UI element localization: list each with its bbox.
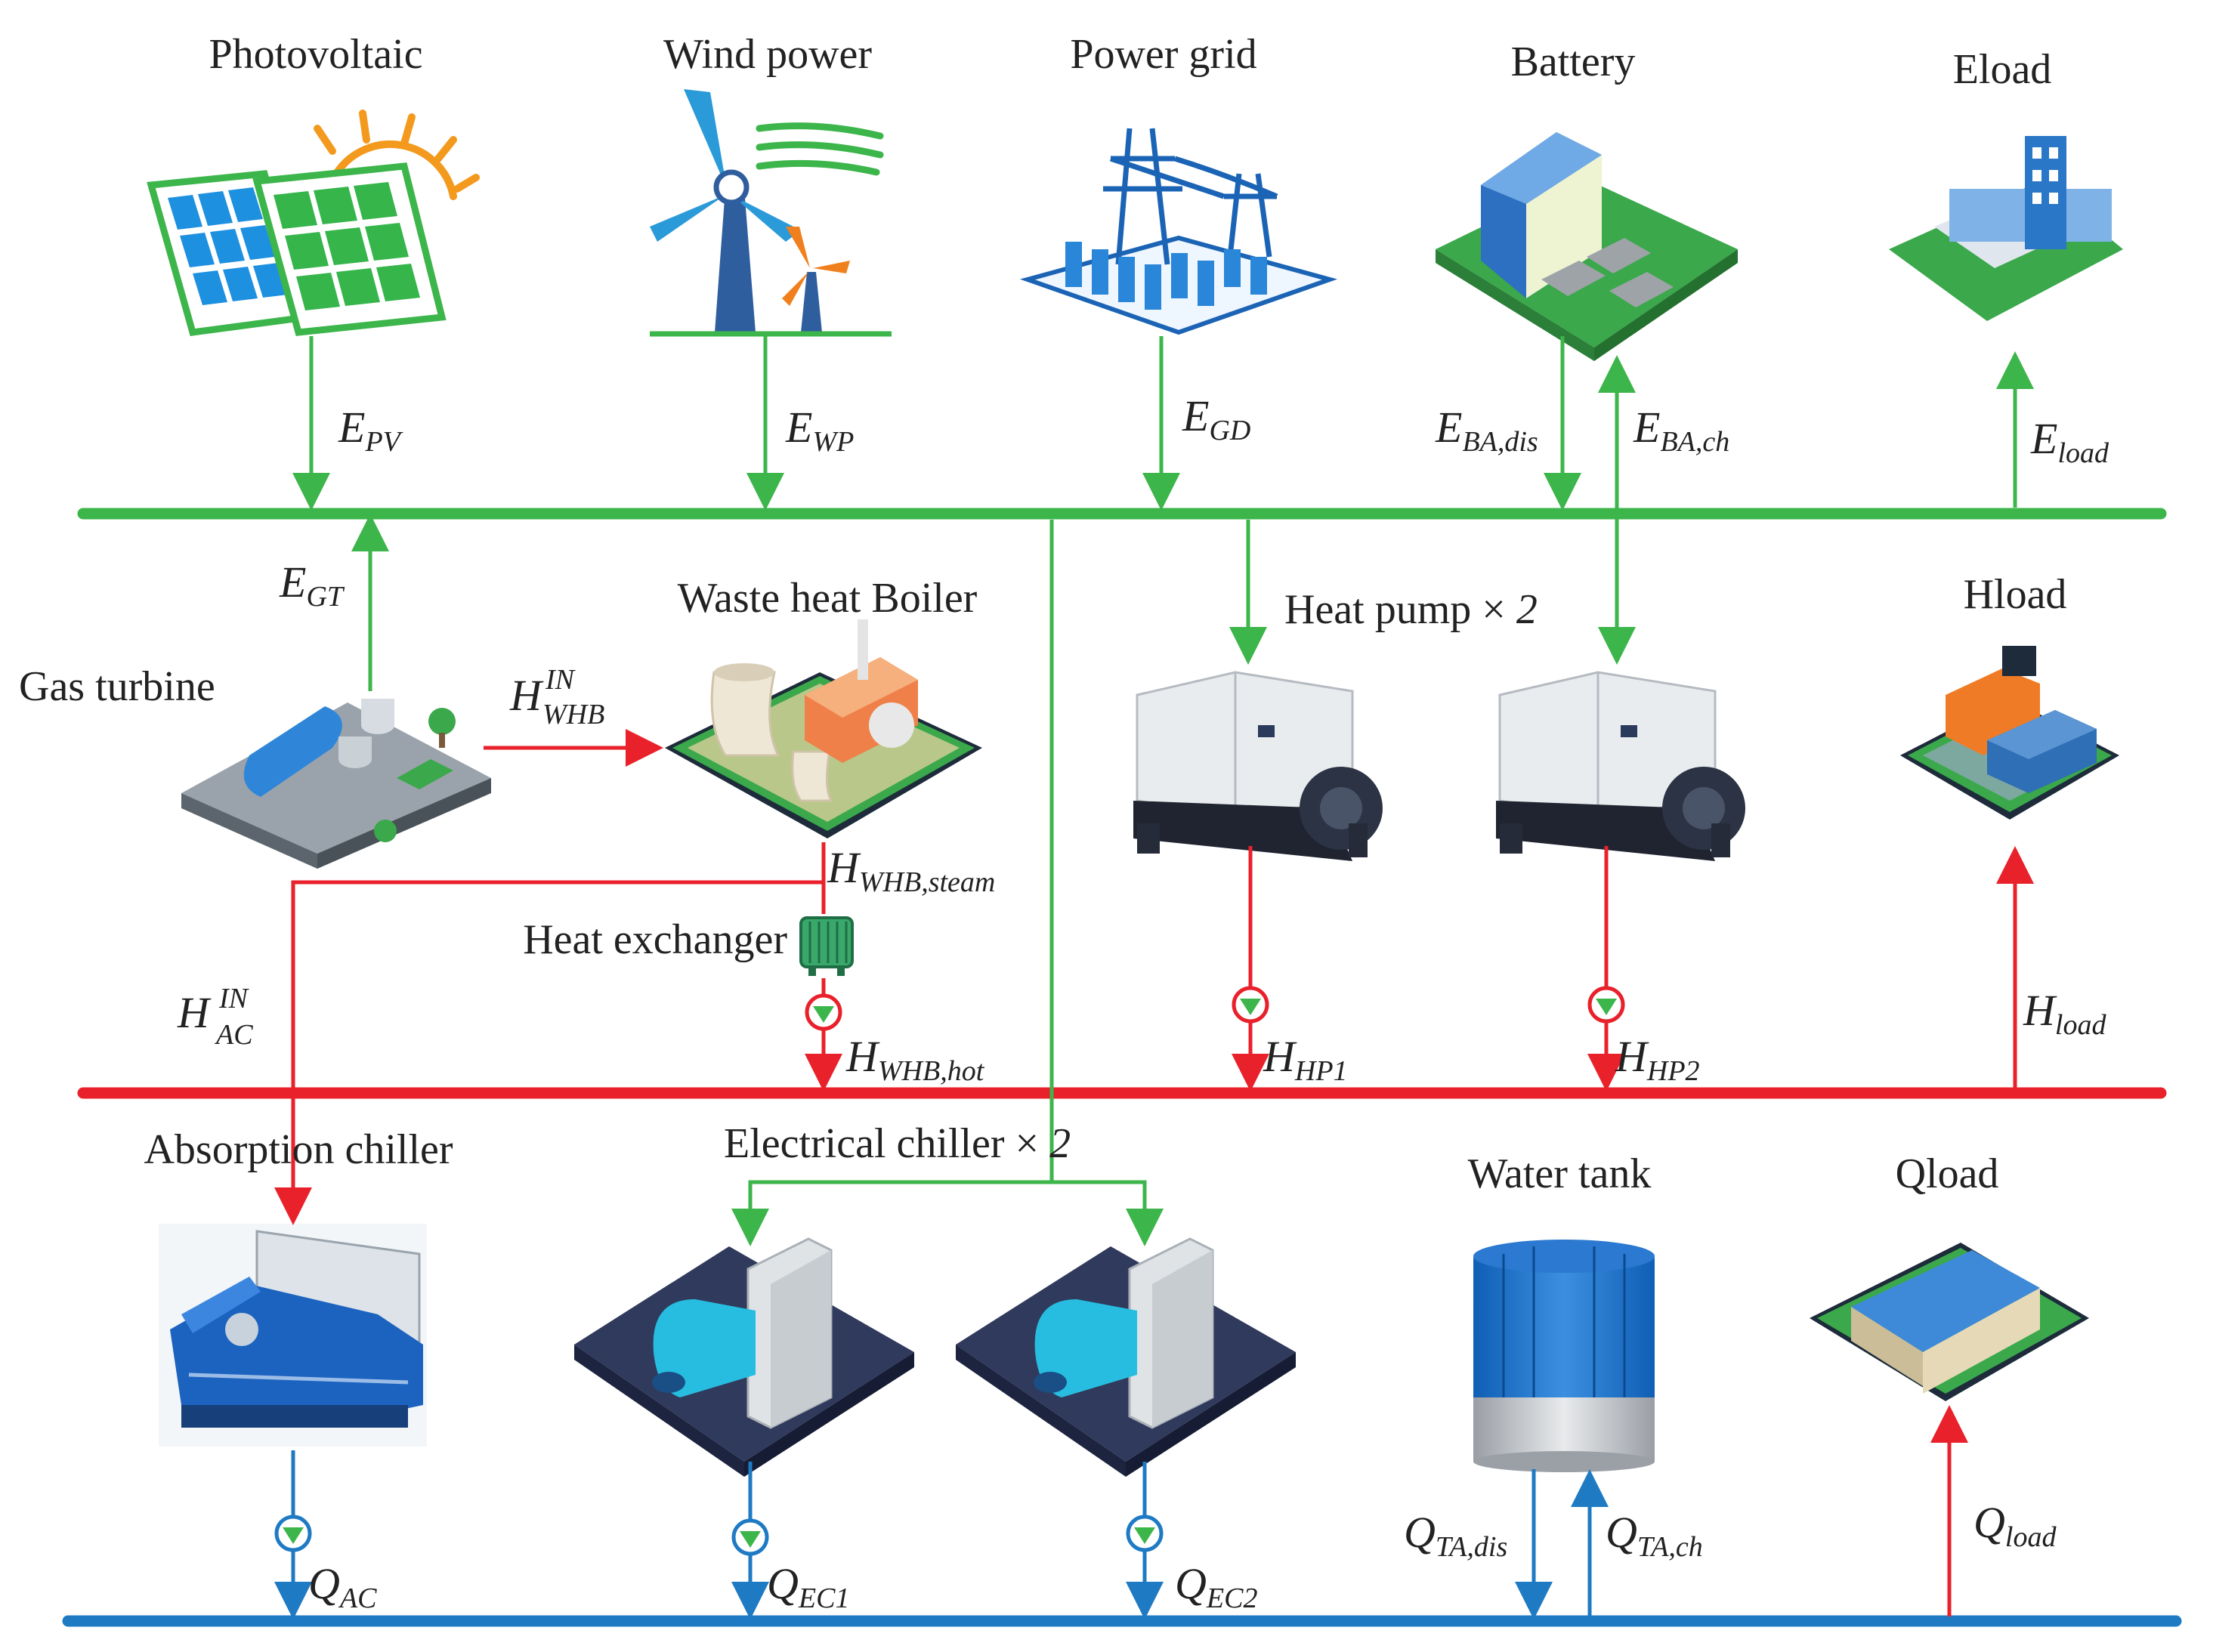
waste-heat-boiler-label: Waste heat Boiler xyxy=(678,575,978,622)
flow-label-h-whb-hot: HWHB,hot xyxy=(845,1032,985,1087)
hload-label: Hload xyxy=(1964,571,2067,618)
svg-text:IN: IN xyxy=(218,983,250,1014)
flow-label-h-whb-in: H IN WHB xyxy=(509,664,604,730)
pump-icon xyxy=(805,993,842,1031)
power-grid-label: Power grid xyxy=(1070,31,1256,78)
svg-text:H: H xyxy=(177,988,212,1037)
pump-icon xyxy=(731,1518,769,1556)
electrical-chiller-2-icon xyxy=(956,1237,1296,1477)
heat-flows xyxy=(274,729,2034,1616)
flow-label-h-hp1: HHP1 xyxy=(1263,1032,1348,1087)
flow-label-h-ac-in: H IN AC xyxy=(177,983,253,1051)
flow-label-e-gt: EGT xyxy=(279,557,345,613)
flow-label-h-whb-steam: HWHB,steam xyxy=(827,843,995,898)
heat-exchanger-icon xyxy=(799,916,854,976)
gas-turbine-label: Gas turbine xyxy=(19,663,215,710)
flow-label-h-load: Hload xyxy=(2023,986,2106,1041)
waste-heat-boiler-icon xyxy=(665,619,982,838)
flow-label-e-wp: EWP xyxy=(785,403,854,458)
heat-pump-label: Heat pump × 2 xyxy=(1284,586,1538,633)
flow-label-e-gd: EGD xyxy=(1182,391,1250,446)
flow-label-q-ec1: QEC1 xyxy=(767,1559,849,1614)
photovoltaic-icon xyxy=(147,110,480,336)
absorption-chiller-label: Absorption chiller xyxy=(144,1126,453,1173)
absorption-chiller-icon xyxy=(159,1224,427,1447)
water-tank-label: Water tank xyxy=(1468,1150,1652,1197)
battery-label: Battery xyxy=(1511,39,1636,85)
svg-text:WHB: WHB xyxy=(542,699,604,730)
svg-text:H: H xyxy=(509,671,544,720)
eload-building-icon xyxy=(1889,136,2123,321)
flow-ec-supply xyxy=(731,520,1054,1246)
flow-label-q-load: Qload xyxy=(1973,1498,2057,1553)
eload-label: Eload xyxy=(1953,46,2052,93)
flow-ec2-supply xyxy=(1052,1180,1164,1246)
wind-turbine-icon xyxy=(650,89,892,337)
heat-exchanger-label: Heat exchanger xyxy=(523,916,787,963)
flow-label-e-ba-ch: EBA,ch xyxy=(1633,403,1729,458)
gas-turbine-icon xyxy=(181,699,491,869)
photovoltaic-label: Photovoltaic xyxy=(209,31,422,78)
svg-text:IN: IN xyxy=(545,664,576,696)
pump-icon xyxy=(1126,1515,1164,1552)
svg-text:AC: AC xyxy=(214,1019,253,1051)
cold-flows xyxy=(274,1450,1609,1620)
flow-label-q-ec2: QEC2 xyxy=(1175,1559,1257,1614)
heat-pump-2-icon xyxy=(1496,671,1745,861)
power-grid-icon xyxy=(1019,128,1338,335)
hload-factory-icon xyxy=(1900,646,2119,820)
pump-icon xyxy=(1587,986,1625,1024)
wind-power-label: Wind power xyxy=(663,31,872,78)
flow-label-e-load: Eload xyxy=(2030,414,2109,469)
flow-label-e-ba-dis: EBA,dis xyxy=(1435,403,1538,458)
flow-label-q-ta-dis: QTA,dis xyxy=(1404,1508,1507,1563)
flow-label-h-hp2: HHP2 xyxy=(1615,1032,1700,1087)
pump-icon xyxy=(1232,986,1269,1024)
qload-label: Qload xyxy=(1896,1150,1999,1197)
pump-icon xyxy=(274,1515,312,1552)
battery-icon xyxy=(1436,132,1738,361)
water-tank-icon xyxy=(1473,1240,1655,1472)
flow-h-ac-in xyxy=(274,842,826,1225)
flow-label-q-ac: QAC xyxy=(308,1559,377,1614)
electric-flows xyxy=(292,336,2034,1246)
flow-label-e-pv: EPV xyxy=(338,403,403,458)
electrical-chiller-label: Electrical chiller × 2 xyxy=(724,1120,1071,1167)
flow-label-q-ta-ch: QTA,ch xyxy=(1606,1508,1703,1563)
qload-warehouse-icon xyxy=(1810,1243,2089,1401)
electrical-chiller-1-icon xyxy=(574,1237,914,1477)
heat-pump-1-icon xyxy=(1133,671,1383,861)
